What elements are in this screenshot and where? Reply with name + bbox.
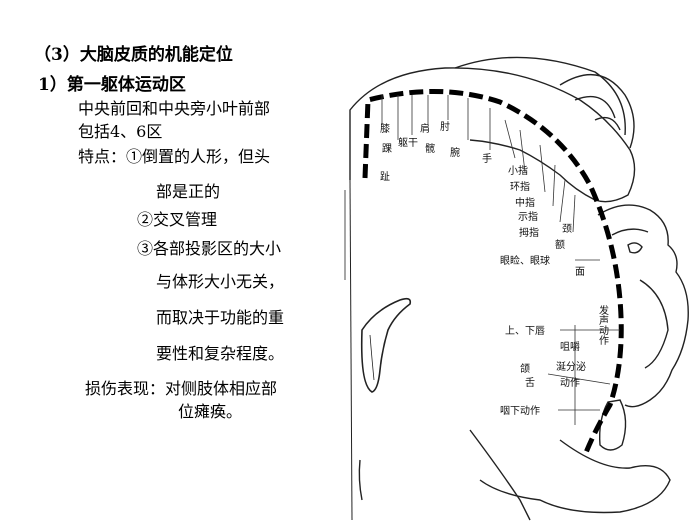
text-line: 而取决于功能的重 (156, 308, 285, 327)
text-line: 损伤表现：对侧肢体相应部 (85, 379, 278, 398)
text-line: 与体形大小无关， (156, 272, 285, 291)
label-toe: 趾 (380, 170, 390, 183)
label-jaw: 颌 (520, 362, 530, 375)
label-salivation: 涎分泌 (556, 360, 586, 373)
text-line: 中央前回和中央旁小叶前部 (78, 99, 271, 118)
label-tongue: 舌 (525, 377, 535, 389)
motor-homunculus-figure: 趾 踝 膝 髋 躯干 肩 肘 腕 手 小指 环指 中指 示指 拇指 颈 额 眼睑… (344, 56, 689, 521)
label-hip: 髋 (425, 142, 435, 155)
section-title: （3）大脑皮质的机能定位 (34, 45, 233, 65)
motor-cortex-dashed-arc (362, 89, 624, 456)
label-face: 面 (575, 267, 585, 278)
text-line: 特点：①倒置的人形，但头 (78, 147, 271, 166)
text-line: 包括4、6区 (78, 122, 163, 141)
text-line: ③各部投影区的大小 (137, 239, 282, 258)
label-elbow: 肘 (440, 120, 450, 133)
label-shoulder: 肩 (420, 122, 430, 135)
label-lips: 上、下唇 (505, 325, 545, 337)
text-line: ②交叉管理 (137, 210, 218, 229)
label-chewing-salivation-motion: 动作 (560, 377, 580, 389)
label-hand: 手 (482, 152, 492, 165)
label-vocalization: 发声动作 (597, 304, 609, 345)
head-profile (597, 204, 689, 408)
insula-shape (360, 297, 412, 393)
label-neck: 颈 (562, 223, 572, 235)
label-index-finger: 示指 (518, 210, 538, 223)
label-ring-finger: 环指 (510, 180, 530, 193)
label-middle-finger: 中指 (515, 196, 535, 209)
label-wrist: 腕 (450, 146, 460, 159)
label-brow: 额 (555, 238, 565, 251)
label-ankle: 踝 (382, 143, 392, 155)
text-line: 部是正的 (156, 182, 221, 201)
subsection-title: 1）第一躯体运动区 (38, 75, 186, 95)
text-line: 位瘫痪。 (178, 402, 243, 421)
homunculus-outline (349, 67, 636, 203)
label-mastication: 咀嚼 (560, 340, 580, 353)
text-line: 要性和复杂程度。 (156, 344, 285, 363)
label-knee: 膝 (380, 122, 390, 135)
label-thumb: 拇指 (519, 226, 539, 239)
label-little-finger: 小指 (508, 164, 528, 177)
label-swallowing: 咽下动作 (500, 405, 540, 417)
label-trunk: 躯干 (398, 136, 418, 149)
label-eyelid-eyeball: 眼睑、眼球 (500, 254, 550, 267)
